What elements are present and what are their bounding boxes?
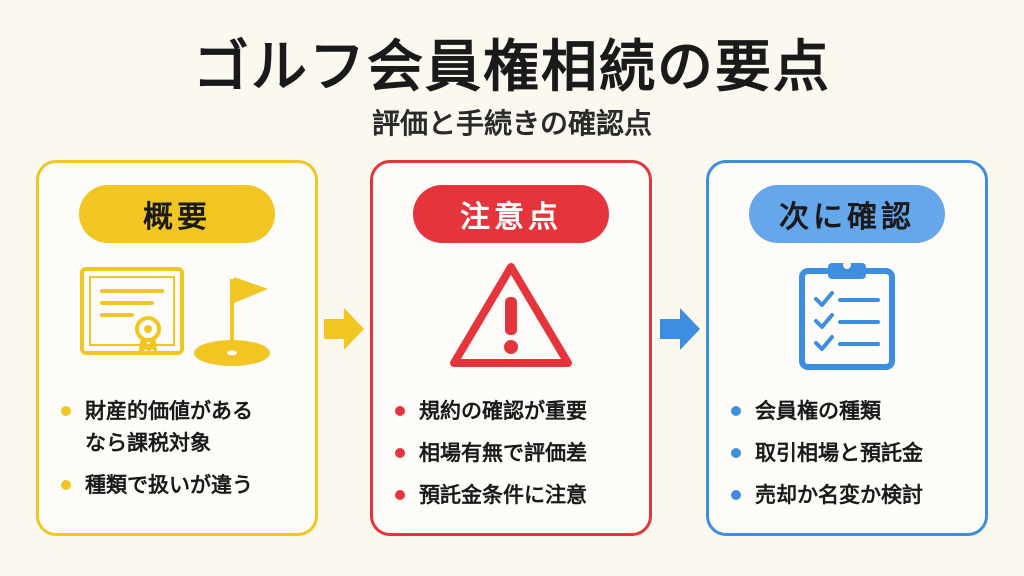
list-item: 財産的価値がある なら課税対象: [57, 395, 305, 459]
bullet-list: 財産的価値がある なら課税対象 種類で扱いが違う: [57, 395, 305, 511]
list-item: 売却か名変か検討: [727, 479, 975, 511]
bullet-list: 会員権の種類 取引相場と預託金 売却か名変か検討: [727, 395, 975, 521]
list-item: 相場有無で評価差: [391, 437, 639, 469]
card-heading: 概要: [79, 185, 275, 243]
list-item: 規約の確認が重要: [391, 395, 639, 427]
card-caution: 注意点 規約の確認が重要 相場有無で評価差 預託金条件に注意: [370, 160, 652, 536]
list-item: 種類で扱いが違う: [57, 469, 305, 501]
page-title: ゴルフ会員権相続の要点: [193, 35, 831, 100]
card-heading: 注意点: [413, 185, 609, 243]
arrow-right-icon: [660, 306, 700, 356]
page-subtitle: 評価と手続きの確認点: [371, 107, 652, 140]
card-next-check: 次に確認 会員権の種類 取引相場と預託金 売却か名変か検討: [706, 160, 988, 536]
card-overview: 概要 財産的価値がある なら課税対象 種類で扱いが違う: [36, 160, 318, 536]
bullet-list: 規約の確認が重要 相場有無で評価差 預託金条件に注意: [391, 395, 639, 521]
list-item: 取引相場と預託金: [727, 437, 975, 469]
clipboard-checklist-icon: [709, 259, 985, 371]
card-heading: 次に確認: [749, 185, 945, 243]
list-item: 会員権の種類: [727, 395, 975, 427]
arrow-right-icon: [324, 306, 364, 356]
warning-triangle-icon: [373, 259, 649, 371]
certificate-and-golf-flag-icon: [39, 259, 315, 371]
list-item: 預託金条件に注意: [391, 479, 639, 511]
